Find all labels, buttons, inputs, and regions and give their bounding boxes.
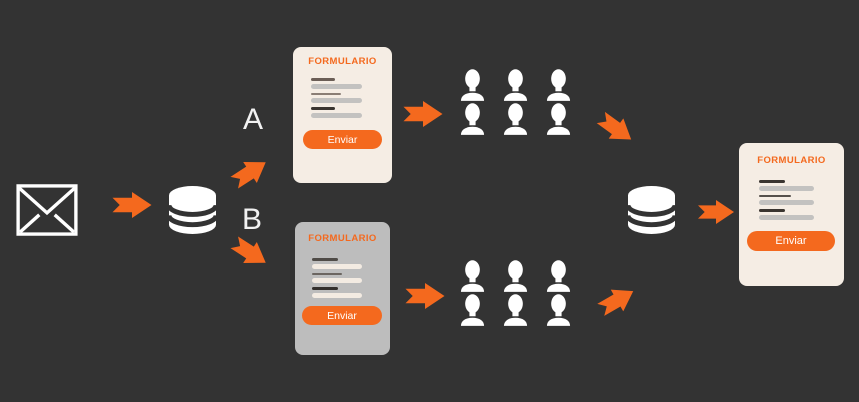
form-line — [759, 214, 814, 220]
user-icon — [545, 69, 572, 101]
form-a-title: FORMULARIO — [308, 56, 377, 67]
audience-group-b — [459, 260, 572, 326]
branch-a-label: A — [243, 103, 264, 136]
form-line — [312, 263, 362, 269]
form-line — [312, 287, 338, 290]
form-final-fields — [759, 180, 814, 224]
form-b-fields — [312, 258, 362, 302]
database-out-icon — [628, 186, 675, 234]
user-icon — [545, 260, 572, 292]
form-a-submit-button[interactable]: Enviar — [303, 130, 382, 149]
user-icon — [545, 294, 572, 326]
form-line — [759, 185, 814, 191]
form-line — [311, 98, 362, 103]
user-icon — [502, 260, 529, 292]
form-line — [759, 180, 785, 183]
user-icon — [502, 103, 529, 135]
form-b-title: FORMULARIO — [308, 233, 377, 244]
form-line — [312, 258, 338, 261]
form-card-variant-b: FORMULARIO Enviar — [295, 222, 390, 355]
envelope-icon — [16, 184, 78, 236]
form-line — [311, 107, 335, 110]
database-in-icon — [169, 186, 216, 234]
arrow-form-b-to-users-icon — [400, 283, 450, 309]
form-a-fields — [311, 78, 362, 122]
arrow-form-a-to-users-icon — [398, 101, 448, 127]
form-line — [311, 112, 362, 118]
form-final-title: FORMULARIO — [757, 155, 826, 166]
audience-group-a — [459, 69, 572, 135]
form-line — [312, 292, 362, 298]
form-line — [312, 278, 362, 283]
form-line — [759, 209, 785, 212]
user-icon — [502, 69, 529, 101]
arrow-database-to-form-a-icon — [220, 147, 281, 198]
form-b-submit-button[interactable]: Enviar — [302, 306, 382, 325]
user-icon — [459, 69, 486, 101]
form-line — [312, 272, 342, 275]
form-line — [759, 194, 791, 197]
user-icon — [459, 260, 486, 292]
user-icon — [502, 294, 529, 326]
form-line — [311, 92, 341, 95]
user-icon — [459, 294, 486, 326]
form-card-final: FORMULARIO Enviar — [739, 143, 844, 286]
form-line — [311, 83, 362, 89]
user-icon — [459, 103, 486, 135]
arrow-users-b-to-database-icon — [587, 276, 648, 326]
form-line — [311, 78, 335, 81]
arrow-database-to-final-form-icon — [693, 200, 739, 224]
branch-b-label: B — [242, 203, 263, 236]
arrow-email-to-database-icon — [108, 192, 156, 218]
form-line — [759, 200, 814, 205]
user-icon — [545, 103, 572, 135]
arrow-users-a-to-database-icon — [586, 102, 646, 155]
form-final-submit-button[interactable]: Enviar — [747, 231, 835, 251]
form-card-variant-a: FORMULARIO Enviar — [293, 47, 392, 183]
